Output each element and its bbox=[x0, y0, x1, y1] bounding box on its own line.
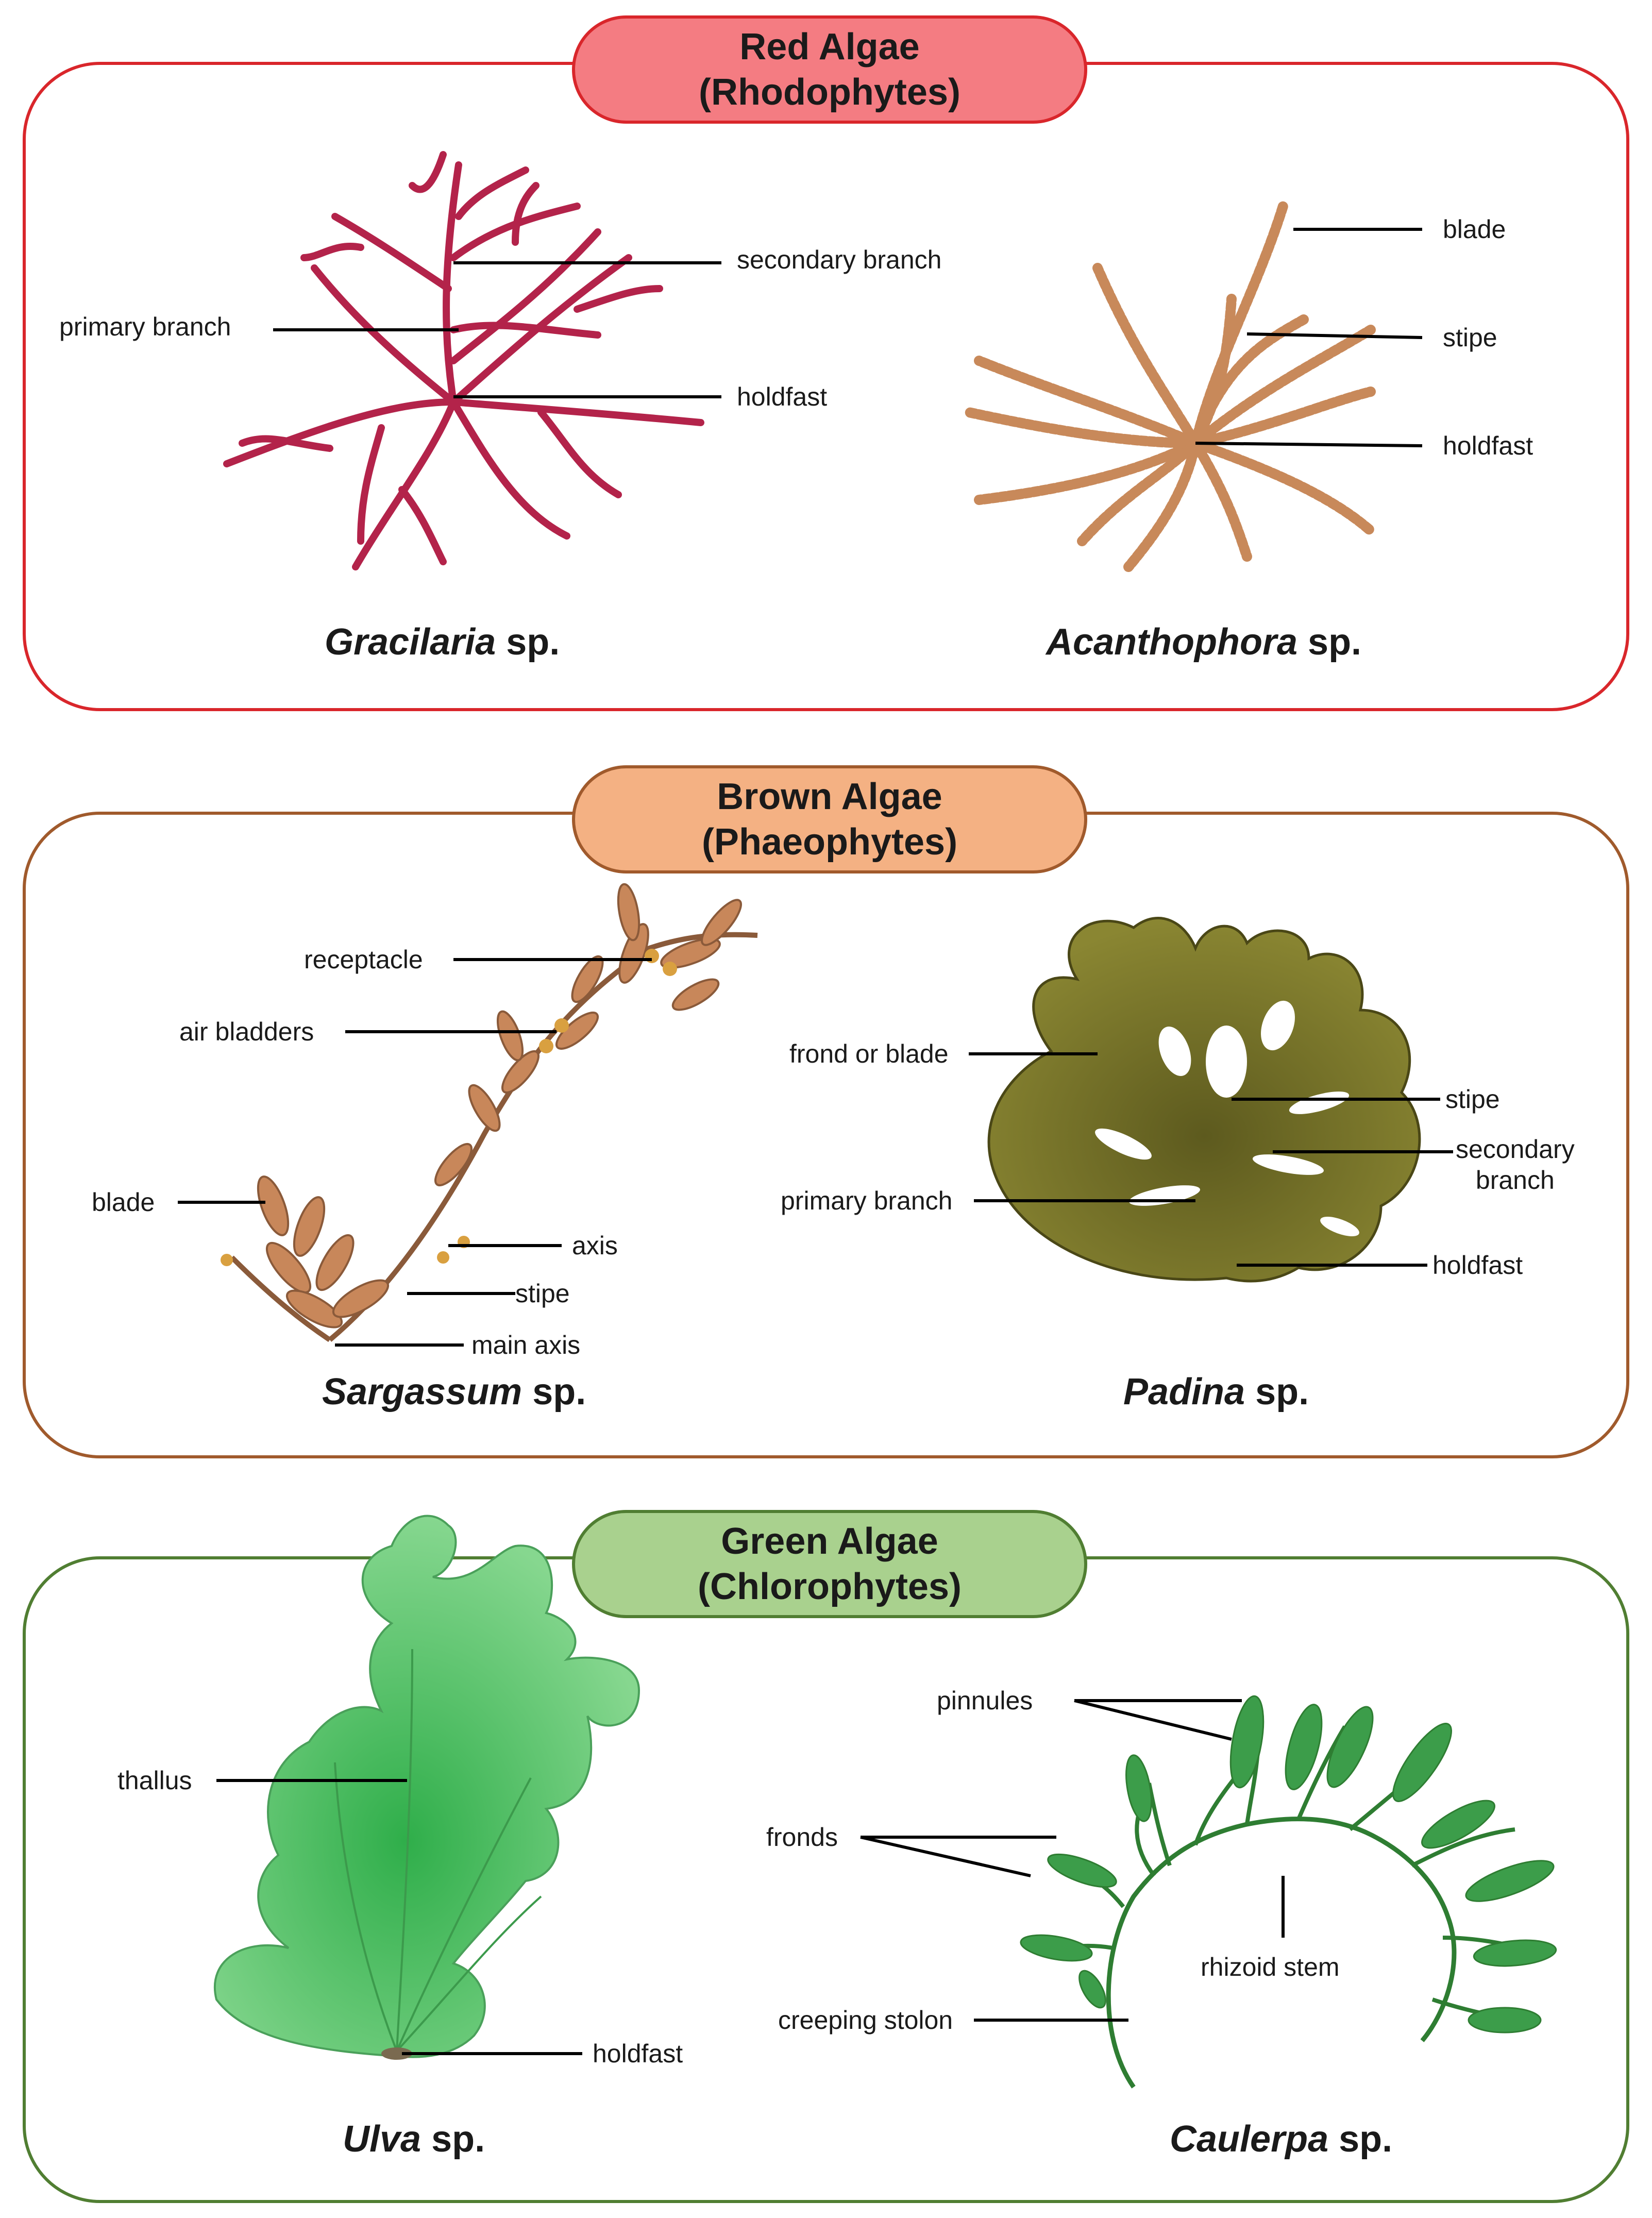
red-algae-panel bbox=[23, 62, 1629, 711]
species-acanthophora-genus: Acanthophora bbox=[1046, 621, 1298, 663]
label-sargassum-main-axis: main axis bbox=[471, 1331, 581, 1359]
padina-leader-lines bbox=[969, 1052, 1453, 1267]
sargassum-leader-lines bbox=[178, 958, 652, 1347]
acanthophora-illustration bbox=[964, 201, 1376, 572]
red-algae-title: Red Algae bbox=[739, 26, 920, 68]
label-sargassum-receptacle: receptacle bbox=[304, 945, 423, 974]
red-algae-subtitle: (Rhodophytes) bbox=[699, 72, 960, 113]
label-padina-secondary-line2: branch bbox=[1475, 1166, 1555, 1195]
species-ulva: Ulva sp. bbox=[343, 2118, 485, 2160]
label-caulerpa-pinnules: pinnules bbox=[937, 1686, 1033, 1715]
species-sargassum-suffix: sp. bbox=[532, 1371, 586, 1413]
species-padina-genus: Padina bbox=[1123, 1371, 1245, 1413]
label-sargassum-stipe: stipe bbox=[515, 1279, 570, 1308]
species-caulerpa: Caulerpa sp. bbox=[1170, 2118, 1392, 2160]
brown-algae-title-pill: Brown Algae (Phaeophytes) bbox=[572, 765, 1087, 873]
label-acanthophora-stipe: stipe bbox=[1443, 323, 1497, 352]
label-padina-frond-or-blade: frond or blade bbox=[789, 1039, 949, 1068]
label-sargassum-axis: axis bbox=[572, 1231, 618, 1260]
species-padina: Padina sp. bbox=[1123, 1371, 1309, 1413]
label-padina-primary-branch: primary branch bbox=[781, 1186, 953, 1215]
label-caulerpa-rhizoid-stem: rhizoid stem bbox=[1201, 1953, 1340, 1981]
label-padina-holdfast: holdfast bbox=[1432, 1251, 1523, 1280]
label-gracilaria-holdfast: holdfast bbox=[737, 382, 828, 411]
label-acanthophora-holdfast: holdfast bbox=[1443, 431, 1533, 460]
label-ulva-holdfast: holdfast bbox=[593, 2039, 683, 2068]
label-caulerpa-creeping-stolon: creeping stolon bbox=[778, 2006, 953, 2035]
species-ulva-suffix: sp. bbox=[431, 2119, 485, 2160]
sargassum-illustration bbox=[221, 883, 758, 1342]
caulerpa-leader-lines bbox=[860, 1699, 1285, 2022]
ulva-illustration bbox=[213, 1515, 640, 2060]
species-caulerpa-suffix: sp. bbox=[1339, 2119, 1393, 2160]
species-gracilaria-genus: Gracilaria bbox=[325, 621, 496, 663]
species-acanthophora-suffix: sp. bbox=[1308, 621, 1362, 663]
label-padina-stipe: stipe bbox=[1445, 1085, 1500, 1114]
label-gracilaria-secondary-branch: secondary branch bbox=[737, 245, 942, 274]
green-algae-title: Green Algae bbox=[721, 1521, 938, 1562]
brown-algae-title: Brown Algae bbox=[717, 776, 942, 817]
padina-illustration bbox=[987, 917, 1421, 1283]
brown-algae-subtitle: (Phaeophytes) bbox=[701, 821, 958, 863]
ulva-leader-lines bbox=[216, 1779, 582, 2055]
caulerpa-illustration bbox=[1020, 1695, 1557, 2089]
label-gracilaria-primary-branch: primary branch bbox=[59, 312, 231, 341]
gracilaria-leader-lines bbox=[273, 261, 721, 398]
species-acanthophora: Acanthophora sp. bbox=[1046, 621, 1361, 663]
species-sargassum: Sargassum sp. bbox=[322, 1371, 586, 1413]
label-caulerpa-fronds: fronds bbox=[766, 1823, 838, 1852]
species-padina-suffix: sp. bbox=[1255, 1371, 1309, 1413]
species-gracilaria: Gracilaria sp. bbox=[325, 621, 560, 663]
species-sargassum-genus: Sargassum bbox=[322, 1371, 522, 1413]
species-caulerpa-genus: Caulerpa bbox=[1170, 2119, 1329, 2160]
red-algae-title-pill: Red Algae (Rhodophytes) bbox=[572, 15, 1087, 124]
label-sargassum-air-bladders: air bladders bbox=[179, 1017, 314, 1046]
green-algae-subtitle: (Chlorophytes) bbox=[698, 1566, 962, 1607]
label-acanthophora-blade: blade bbox=[1443, 215, 1506, 244]
label-ulva-thallus: thallus bbox=[117, 1766, 192, 1795]
gracilaria-illustration bbox=[223, 151, 704, 570]
label-padina-secondary-branch: secondary branch bbox=[1456, 1134, 1575, 1196]
green-algae-title-pill: Green Algae (Chlorophytes) bbox=[572, 1510, 1087, 1618]
label-sargassum-blade: blade bbox=[92, 1188, 155, 1217]
species-ulva-genus: Ulva bbox=[343, 2119, 422, 2160]
acanthophora-leader-lines bbox=[1195, 228, 1423, 447]
label-padina-secondary-line1: secondary bbox=[1456, 1135, 1575, 1164]
species-gracilaria-suffix: sp. bbox=[506, 621, 560, 663]
